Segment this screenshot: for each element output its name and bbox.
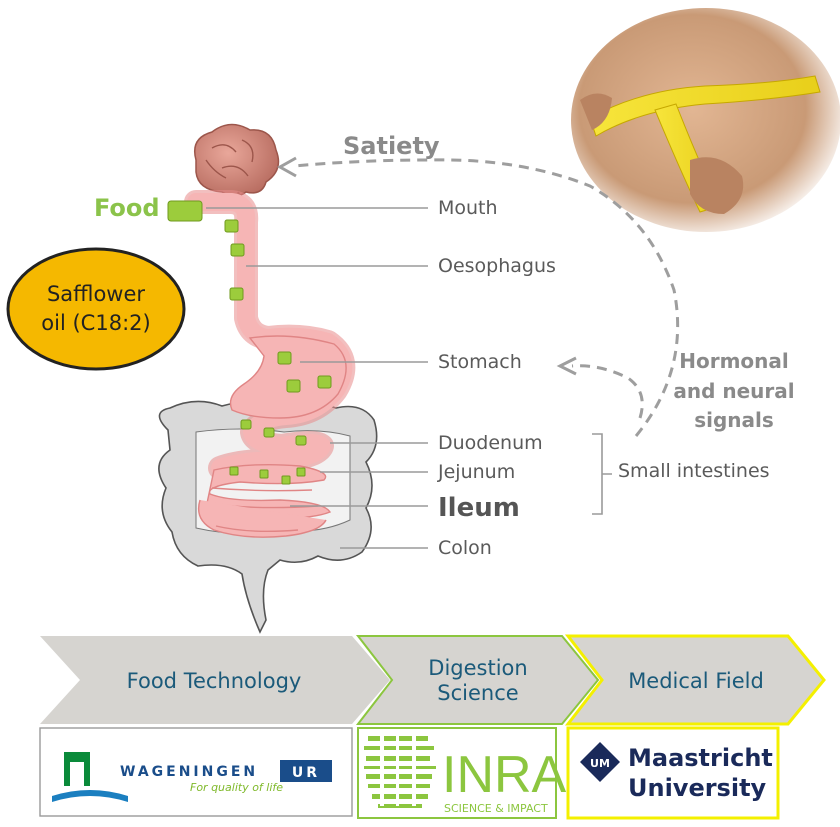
- band-food-technology: Food Technology: [40, 636, 390, 724]
- stomach-label: Stomach: [438, 351, 522, 373]
- safflower-line2: oil (C18:2): [41, 311, 150, 335]
- jejunum-label: Jejunum: [437, 461, 515, 483]
- ileum-label: Ileum: [438, 493, 520, 523]
- inra-tagline: SCIENCE & IMPACT: [444, 802, 548, 815]
- band-medical-label: Medical Field: [628, 669, 764, 693]
- satiety-label: Satiety: [343, 132, 440, 160]
- maastricht-badge: UM: [590, 757, 610, 770]
- food-label: Food: [94, 194, 160, 222]
- maastricht-line2: University: [628, 774, 767, 802]
- leader-lines: [206, 207, 428, 549]
- band-medical-field: Medical Field: [564, 634, 826, 726]
- maastricht-line1: Maastricht: [628, 744, 773, 772]
- maastricht-logo: UM Maastricht University: [566, 726, 780, 820]
- wageningen-tagline: For quality of life: [190, 781, 283, 794]
- oesophagus-label: Oesophagus: [438, 255, 556, 277]
- wageningen-logo: WAGENINGEN UR For quality of life: [39, 727, 353, 817]
- digestive-tract: [184, 190, 356, 538]
- wageningen-ur: UR: [292, 765, 320, 781]
- safflower-line1: Safflower: [47, 282, 145, 306]
- safflower-oil-badge: Safflower oil (C18:2): [6, 247, 186, 371]
- band-digestion-label-2: Science: [437, 681, 518, 705]
- band-food-technology-label: Food Technology: [127, 669, 302, 693]
- band-digestion-label-1: Digestion: [428, 656, 527, 680]
- stomach-arrowhead: [556, 356, 577, 376]
- inra-logo: INRA SCIENCE & IMPACT: [357, 727, 567, 819]
- mouth-label: Mouth: [438, 197, 498, 219]
- waist-measurement-photo: [571, 8, 840, 232]
- duodenum-label: Duodenum: [438, 432, 543, 454]
- satiety-arrowhead: [276, 156, 297, 178]
- signals-line1: Hormonal: [679, 349, 789, 373]
- wageningen-name: WAGENINGEN: [120, 764, 258, 780]
- signals-line2: and neural: [673, 379, 794, 403]
- inra-name: INRA: [442, 746, 567, 804]
- satiety-arrow: [293, 158, 680, 437]
- colon-label: Colon: [438, 537, 492, 559]
- small-intestines-bracket: [592, 433, 612, 515]
- signals-line3: signals: [694, 408, 774, 432]
- small-intestines-label: Small intestines: [618, 460, 770, 482]
- signals-to-stomach-arrow: [571, 364, 644, 419]
- band-digestion-science: Digestion Science: [355, 635, 600, 725]
- food-nuggets: [167, 200, 332, 485]
